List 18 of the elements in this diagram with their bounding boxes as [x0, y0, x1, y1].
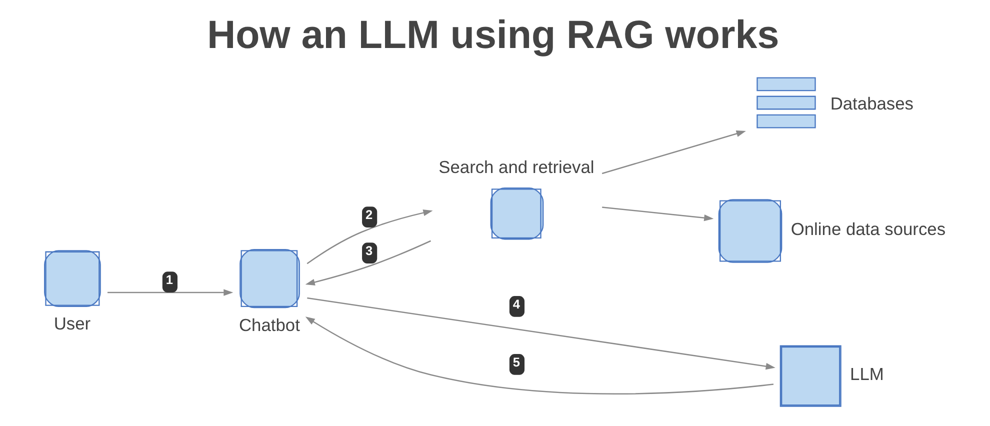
- edge-label: 3: [365, 243, 372, 258]
- edge-label: 1: [165, 272, 172, 288]
- diagram-title: How an LLM using RAG works: [206, 12, 779, 57]
- arrow: [306, 297, 775, 370]
- arrow: [106, 289, 233, 296]
- node-label: Chatbot: [238, 314, 300, 335]
- node-label: User: [53, 314, 90, 334]
- arrow: [304, 240, 431, 286]
- node-label: Search and retrieval: [438, 156, 594, 177]
- arrow: [601, 130, 746, 174]
- arrow: [304, 316, 774, 394]
- edge-label: 2: [365, 207, 372, 222]
- edge-label: 4: [512, 296, 520, 312]
- node-label: Online data sources: [790, 219, 946, 240]
- node-label: LLM: [850, 364, 884, 384]
- arrow: [602, 206, 714, 222]
- edge-label: 5: [512, 354, 520, 370]
- node-label: Databases: [830, 94, 913, 114]
